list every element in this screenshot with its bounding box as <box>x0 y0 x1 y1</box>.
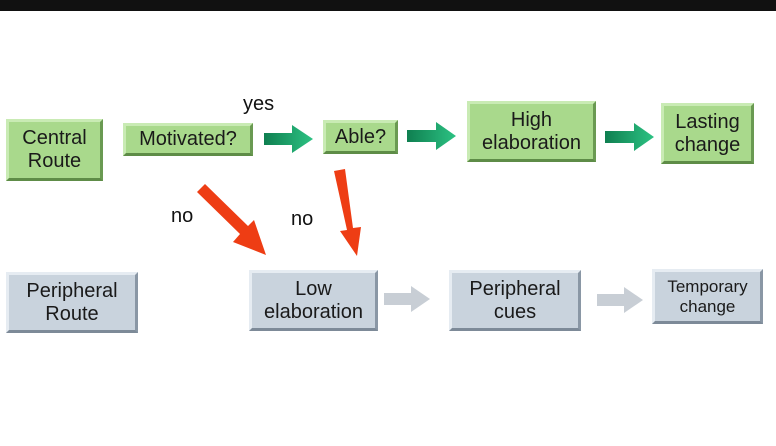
arrow-motivated-no-to-low <box>197 184 266 255</box>
temporary-change-label: Temporary change <box>667 276 748 316</box>
peripheral-cues-box: Peripheral cues <box>449 270 581 331</box>
arrow-motivated-to-able <box>264 125 313 153</box>
lasting-change-box: Lasting change <box>661 103 754 164</box>
temporary-change-box: Temporary change <box>652 269 763 324</box>
motivated-label: Motivated? <box>139 128 237 150</box>
motivated-box: Motivated? <box>123 123 253 156</box>
arrow-high-to-lasting <box>605 123 654 151</box>
no-label-motivated: no <box>171 205 194 227</box>
high-elaboration-label: High elaboration <box>482 108 581 154</box>
no-label-able: no <box>291 208 314 230</box>
arrow-able-no-to-low <box>334 169 361 256</box>
high-elaboration-box: High elaboration <box>467 101 596 162</box>
central-route-box: Central Route <box>6 119 103 181</box>
arrow-able-to-high-elaboration <box>407 122 456 150</box>
top-bar <box>0 0 776 11</box>
able-label: Able? <box>334 125 387 148</box>
peripheral-cues-label: Peripheral cues <box>469 277 561 323</box>
arrow-cues-to-temporary <box>597 287 643 313</box>
low-elaboration-label: Low elaboration <box>264 277 363 323</box>
central-route-label: Central Route <box>22 127 87 172</box>
lasting-change-label: Lasting change <box>674 110 741 156</box>
peripheral-route-box: Peripheral Route <box>6 272 138 333</box>
arrow-low-to-cues <box>384 286 430 312</box>
able-box: Able? <box>323 120 398 154</box>
yes-label: yes <box>243 93 275 115</box>
peripheral-route-label: Peripheral Route <box>26 279 118 325</box>
low-elaboration-box: Low elaboration <box>249 270 378 331</box>
